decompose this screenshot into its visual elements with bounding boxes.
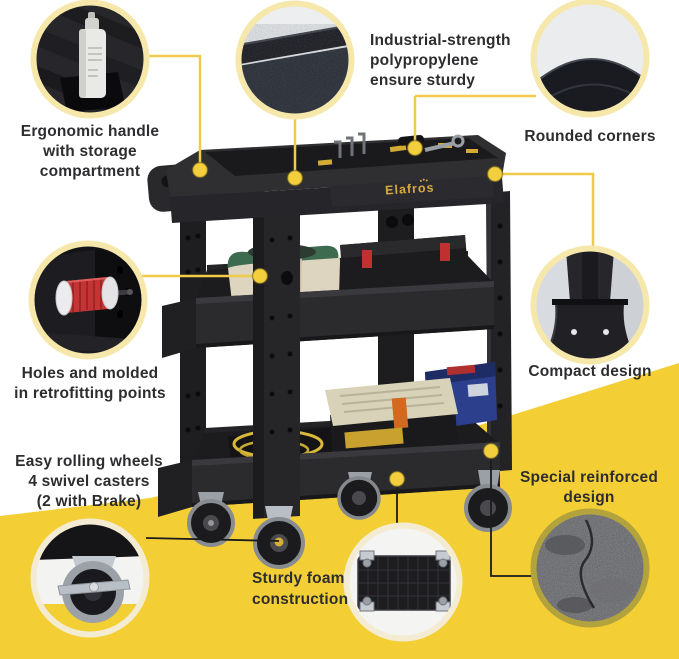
- callout-photo-rolling-wheels: [30, 518, 150, 638]
- caster-closeup: [57, 556, 131, 623]
- front-left-leg: [253, 205, 300, 519]
- callout-photo-foam-construction: [343, 522, 463, 642]
- callout-photo-reinforced-design: [530, 508, 650, 628]
- brand-logo: Elafros: [385, 178, 435, 198]
- label-rolling-wheels: Easy rolling wheels 4 swivel casters (2 …: [15, 453, 163, 510]
- callout-photo-retrofitting-holes: [28, 240, 148, 360]
- label-reinforced-design: Special reinforced design: [520, 469, 658, 506]
- label-polypropylene: Industrial-strength polypropylene ensure…: [370, 32, 511, 89]
- callout-photo-compact-design: [530, 245, 650, 365]
- connector-dots: [191, 139, 504, 488]
- svg-text:Elafros: Elafros: [385, 181, 435, 198]
- label-compact-design: Compact design: [528, 363, 652, 380]
- callout-photo-polypropylene: [235, 0, 355, 120]
- top-tray: Elafros: [147, 132, 506, 223]
- label-foam-construction: Sturdy foam construction: [252, 570, 349, 608]
- connector-lines: [141, 54, 595, 577]
- label-ergonomic-handle: Ergonomic handle with storage compartmen…: [20, 123, 160, 180]
- wire-spool: [55, 276, 133, 316]
- label-retrofitting-holes: Holes and molded in retrofitting points: [14, 365, 166, 402]
- utility-cart: Elafros: [147, 132, 512, 569]
- label-rounded-corners: Rounded corners: [524, 128, 656, 145]
- caster-wheels: [187, 470, 512, 569]
- callout-photo-ergonomic-handle: [30, 0, 150, 119]
- callout-photo-rounded-corners: [530, 0, 650, 118]
- spray-can: [79, 12, 106, 98]
